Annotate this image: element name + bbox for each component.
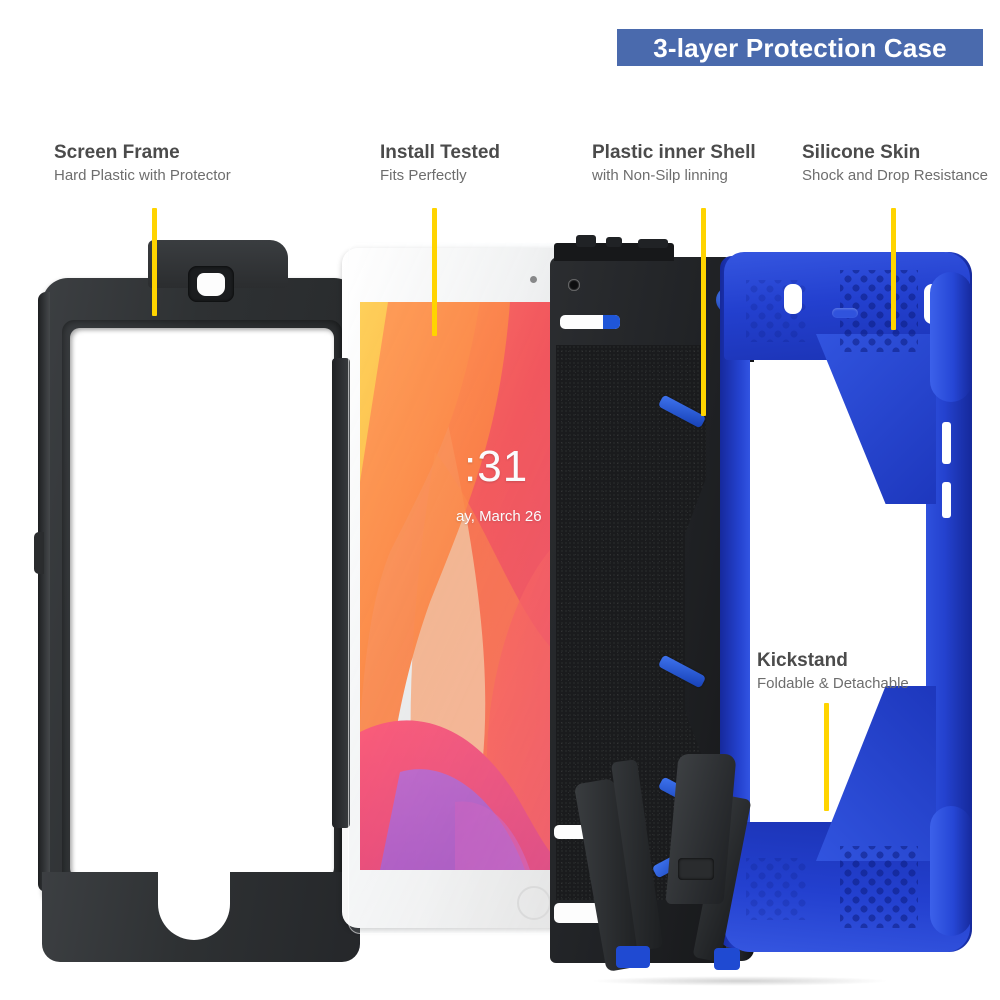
shell-top-nub-2 — [606, 237, 622, 247]
callout-install-tested-subtitle: Fits Perfectly — [380, 166, 467, 184]
frame-left-nub — [34, 532, 44, 574]
lockscreen-date: ay, March 26 — [456, 508, 542, 525]
shell-slot-top — [560, 315, 620, 329]
leader-line-plastic-inner-shell — [701, 208, 706, 416]
silicone-honeycomb-botleft — [746, 858, 806, 920]
callout-silicone-skin-subtitle: Shock and Drop Resistance — [802, 166, 988, 184]
kickstand-foot-blue-right — [714, 948, 740, 970]
callout-install-tested-title: Install Tested — [380, 142, 501, 163]
shell-top-nub-1 — [576, 235, 596, 247]
leader-line-kickstand — [824, 703, 829, 811]
callout-silicone-skin: Silicone Skin Shock and Drop Resistance — [802, 142, 988, 185]
callout-install-tested: Install Tested Fits Perfectly — [380, 142, 500, 185]
callout-plastic-inner-shell: Plastic inner Shell with Non-Silp linnin… — [592, 142, 756, 185]
callout-silicone-skin-title: Silicone Skin — [802, 142, 921, 163]
frame-left-edge — [38, 292, 50, 892]
frame-overlap-bar — [332, 358, 350, 828]
lockscreen-clock: :31 — [464, 442, 529, 491]
wallpaper-svg — [360, 302, 568, 870]
kickstand-foot-blue-left — [616, 946, 650, 968]
kickstand-part[interactable] — [573, 750, 900, 1000]
leader-line-silicone-skin — [891, 208, 896, 330]
callout-kickstand-subtitle: Foldable & Detachable — [757, 674, 909, 692]
tablet-screen: :31 ay, March 26 — [360, 302, 568, 870]
screen-frame-part — [18, 232, 378, 962]
header-banner-label: 3-layer Protection Case — [653, 32, 947, 63]
leader-line-screen-frame — [152, 208, 157, 316]
frame-home-notch-inner — [170, 868, 218, 928]
leader-line-install-tested — [432, 208, 437, 336]
silicone-button-cover[interactable] — [832, 308, 858, 318]
callout-screen-frame-title: Screen Frame — [54, 142, 180, 163]
tablet-front-camera-icon — [530, 276, 537, 283]
callout-kickstand-title: Kickstand — [757, 650, 848, 671]
silicone-side-slot-2 — [942, 482, 951, 518]
callout-kickstand: Kickstand Foldable & Detachable — [757, 650, 909, 693]
frame-open-window — [70, 328, 334, 878]
callout-screen-frame-subtitle: Hard Plastic with Protector — [54, 166, 231, 184]
silicone-honeycomb-bottom — [840, 846, 918, 928]
callout-screen-frame: Screen Frame Hard Plastic with Protector — [54, 142, 231, 185]
silicone-camera-hole-icon — [784, 284, 802, 314]
shell-camera-hole-icon — [568, 279, 580, 291]
kickstand-clip[interactable] — [678, 858, 714, 880]
silicone-corner-pad-bottomright — [930, 806, 972, 936]
callout-plastic-inner-shell-title: Plastic inner Shell — [592, 142, 756, 163]
shell-top-nub-3 — [638, 239, 668, 248]
frame-camera-cutout-icon — [188, 266, 234, 302]
kickstand-ground-shadow — [590, 976, 890, 986]
silicone-side-slot-1 — [942, 422, 951, 464]
callout-plastic-inner-shell-subtitle: with Non-Silp linning — [592, 166, 728, 184]
header-banner: 3-layer Protection Case — [617, 29, 983, 66]
silicone-corner-pad-topright — [930, 272, 972, 402]
